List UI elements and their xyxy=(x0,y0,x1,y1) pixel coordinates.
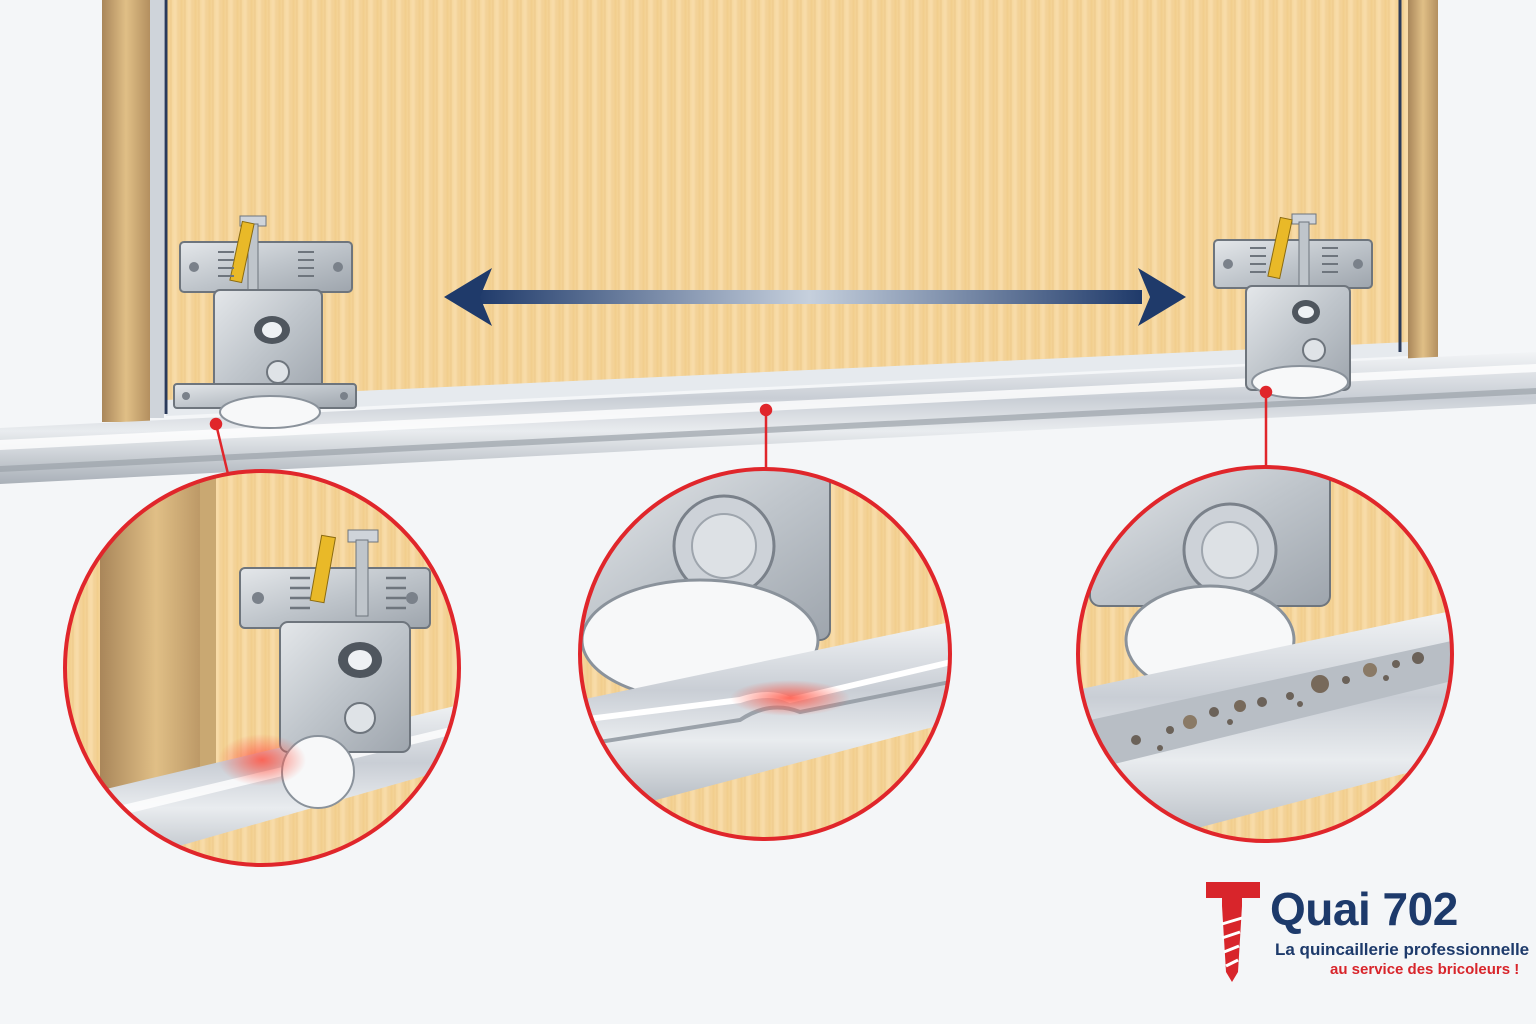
sliding-door-panel xyxy=(164,0,1408,416)
hammer-screw-icon xyxy=(1206,882,1260,982)
roller-assembly-right xyxy=(1213,213,1373,399)
brand-logo: Quai 702 La quincaillerie professionnell… xyxy=(1200,868,1530,1018)
door-frame-left xyxy=(102,0,164,422)
debris-particles xyxy=(1131,652,1424,751)
callout-bent-rail xyxy=(578,467,952,841)
brand-tagline-line2: au service des bricoleurs ! xyxy=(1330,961,1520,978)
roller-detail-left xyxy=(239,529,431,809)
brand-name: Quai 702 xyxy=(1270,883,1458,935)
callout-corner-friction xyxy=(63,469,461,867)
roller-assembly-left xyxy=(173,215,357,429)
brand-tagline-line1: La quincaillerie professionnelle xyxy=(1275,940,1530,959)
sliding-direction-arrow xyxy=(444,268,1186,326)
callout-debris-track xyxy=(1076,465,1454,843)
door-frame-right xyxy=(1408,0,1438,366)
callout-leaders xyxy=(209,385,1273,475)
